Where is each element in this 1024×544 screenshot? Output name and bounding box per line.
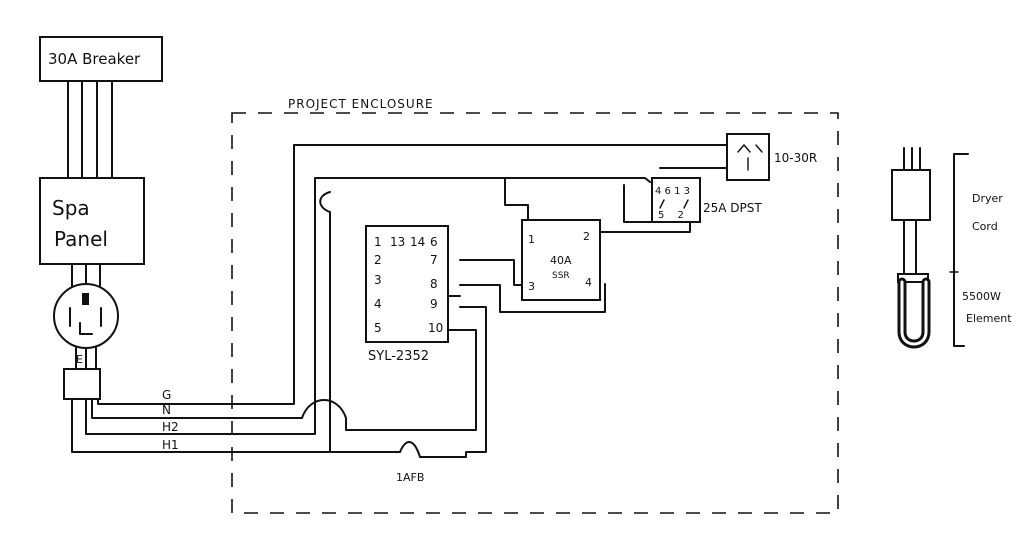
controller-pin-1: 1 [374,235,382,249]
plug-label: E [76,353,83,366]
ssr: 1 2 3 4 40A SSR [521,219,601,301]
receptacle-label: 10-30R [774,151,817,165]
outlet-to-plug-wires [75,347,97,370]
breaker-label: 30A Breaker [48,50,141,68]
dryer-cord-line2: Cord [972,220,998,233]
wire-label-h1: H1 [162,438,179,452]
element-line1: 5500W [962,290,1001,303]
ssr-pin-3: 3 [528,280,535,293]
fuse-label: 1AFB [396,471,424,484]
spa-panel-line1: Spa [52,196,90,220]
ssr-pin-4: 4 [585,276,592,289]
ssr-line1: 40A [550,254,572,267]
enclosure-label: PROJECT ENCLOSURE [288,97,434,111]
outlet [53,283,119,349]
controller-pin-3: 3 [374,273,382,287]
dryer-cord-line1: Dryer [972,192,1003,205]
controller-pin-7: 7 [430,253,438,267]
plug: E [63,353,101,400]
controller-pin-5: 5 [374,321,382,335]
dpst-label: 25A DPST [703,201,762,215]
wire-label-h2: H2 [162,420,179,434]
dpst-top-pins: 4 6 1 3 [655,186,690,197]
controller-pin-4: 4 [374,297,382,311]
project-enclosure: PROJECT ENCLOSURE [231,97,839,514]
controller-pin-13: 13 [390,235,405,249]
heating-element [897,273,931,349]
annotation-brackets: Dryer Cord 5500W Element [949,153,1012,347]
spa-panel-line2: Panel [54,227,108,251]
element-line2: Element [966,312,1012,325]
element-loop [897,277,931,349]
controller-pin-2: 2 [374,253,382,267]
receptacle: 10-30R [726,133,817,181]
controller-name: SYL-2352 [368,349,429,364]
wire-label-n: N [162,403,171,417]
breaker-to-panel-wires [67,80,113,179]
wire-label-group: G N H2 H1 [162,388,179,452]
breaker: 30A Breaker [39,36,163,82]
spa-panel: Spa Panel [39,177,145,265]
dpst-bottom-pins: 5 2 [658,210,684,221]
controller-pin-8: 8 [430,277,438,291]
controller-pin-10: 10 [428,321,443,335]
ssr-pin-1: 1 [528,233,535,246]
ssr-pin-2: 2 [583,230,590,243]
dpst-switch: 4 6 1 3 5 2 25A DPST [651,177,762,223]
controller: 1 13 14 6 2 3 4 5 7 8 9 10 SYL-2352 [365,225,449,364]
controller-pin-6: 6 [430,235,438,249]
ssr-line2: SSR [552,271,570,281]
wire-label-g: G [162,388,171,402]
dryer-cord [891,147,931,275]
controller-pin-9: 9 [430,297,438,311]
fuse: 1AFB [396,441,424,484]
controller-pin-14: 14 [410,235,425,249]
